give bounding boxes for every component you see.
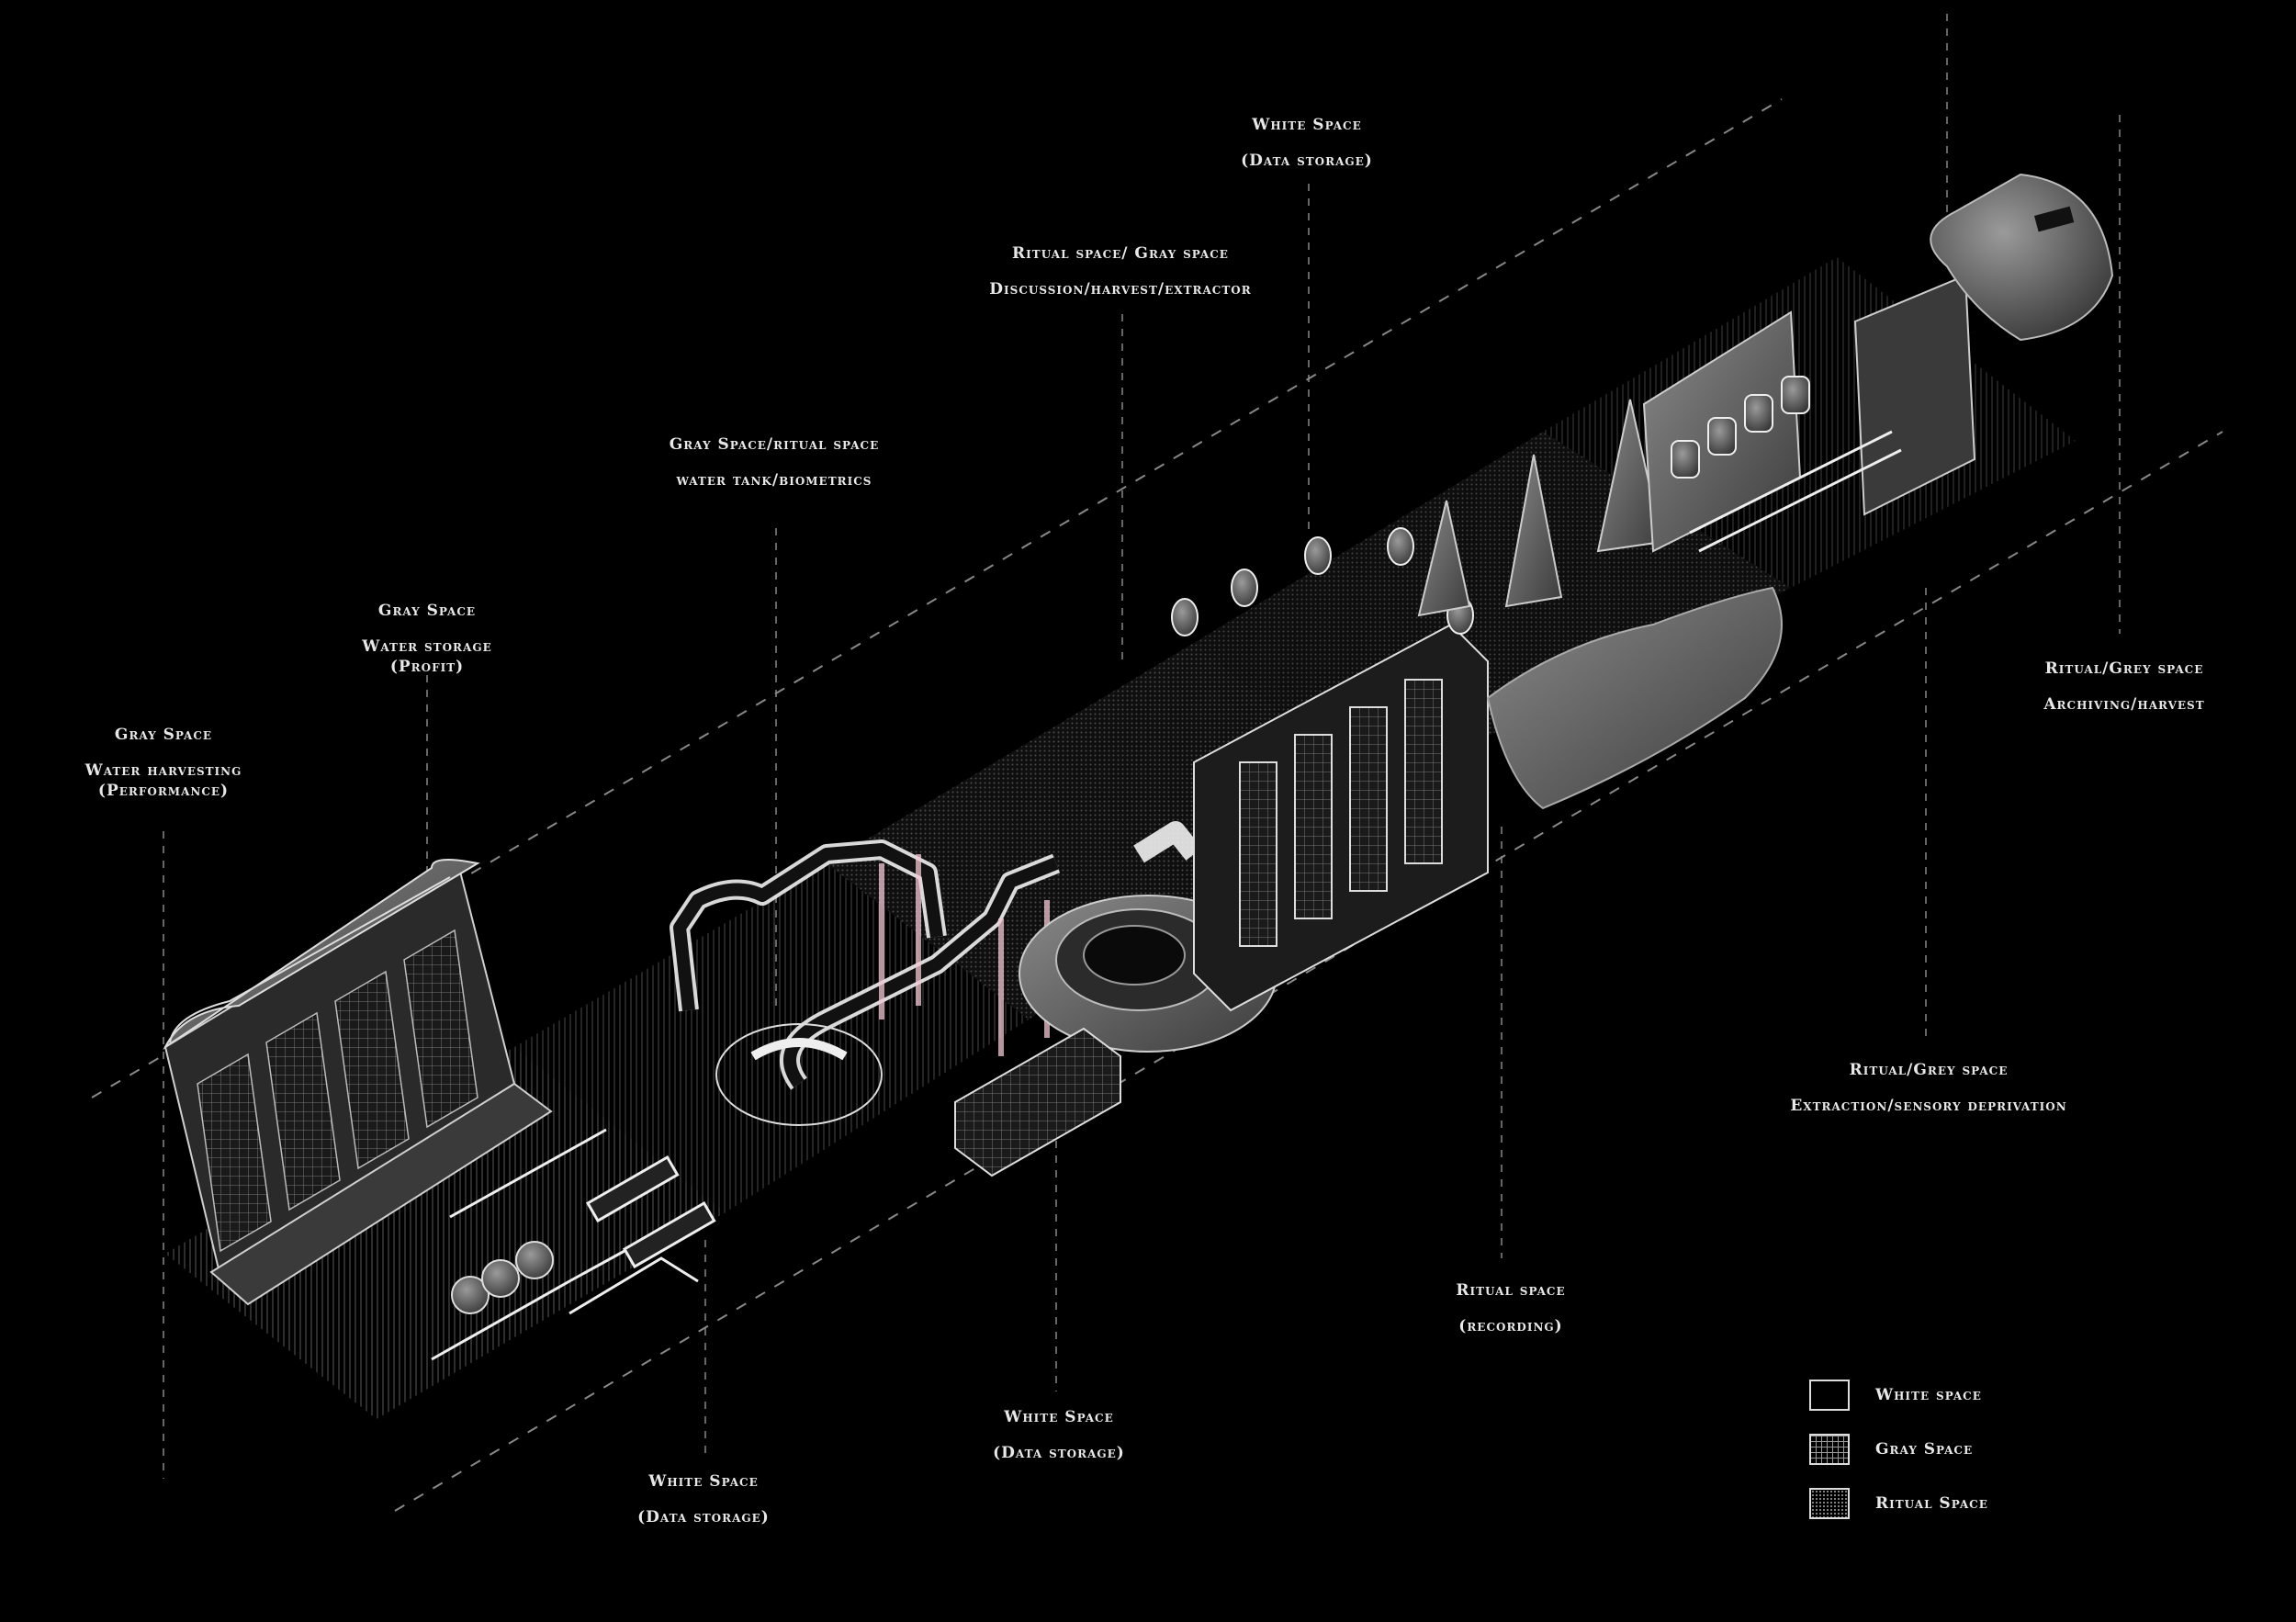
label-discussion: Ritual space/ Gray space Discussion/harv… xyxy=(989,244,1252,299)
boundary-lines xyxy=(91,98,2223,1512)
white-space-swatch xyxy=(1809,1380,1850,1411)
label-water-tank: Gray Space/ritual space water tank/biome… xyxy=(669,435,880,490)
label-recording: Ritual space (recording) xyxy=(1456,1281,1566,1336)
label-archiving: Ritual/Grey space Archiving/harvest xyxy=(2043,659,2205,715)
label-water-storage: Gray Space Water storage (Profit) xyxy=(362,602,492,676)
cone-spires xyxy=(1417,399,1664,617)
legend-item-gray: Gray Space xyxy=(1809,1427,1988,1471)
legend-item-white: White space xyxy=(1809,1373,1988,1417)
label-data-storage-top: White Space (Data storage) xyxy=(1241,116,1373,171)
label-water-harvesting: Gray Space Water harvesting (Performance… xyxy=(84,726,242,800)
archiving-wall xyxy=(1642,274,1976,553)
label-data-storage-low: White Space (Data storage) xyxy=(637,1472,770,1527)
ritual-space-swatch xyxy=(1809,1488,1850,1519)
dome-structure xyxy=(1930,173,2114,342)
data-storage-blocks xyxy=(954,623,1489,1177)
pipe-racks-low xyxy=(431,1128,716,1361)
label-data-storage-mid: White Space (Data storage) xyxy=(993,1408,1125,1463)
legend: White space Gray Space Ritual Space xyxy=(1809,1373,1988,1536)
pump-units xyxy=(451,1241,554,1314)
water-tank-ring xyxy=(715,1023,883,1126)
recording-terrain xyxy=(1486,586,1783,810)
label-extraction: Ritual/Grey space Extraction/sensory dep… xyxy=(1790,1061,2067,1116)
leader-lines xyxy=(163,14,2121,1479)
legend-item-ritual: Ritual Space xyxy=(1809,1481,1988,1526)
water-harvesting-structure xyxy=(163,859,553,1306)
gray-space-swatch xyxy=(1809,1434,1850,1465)
